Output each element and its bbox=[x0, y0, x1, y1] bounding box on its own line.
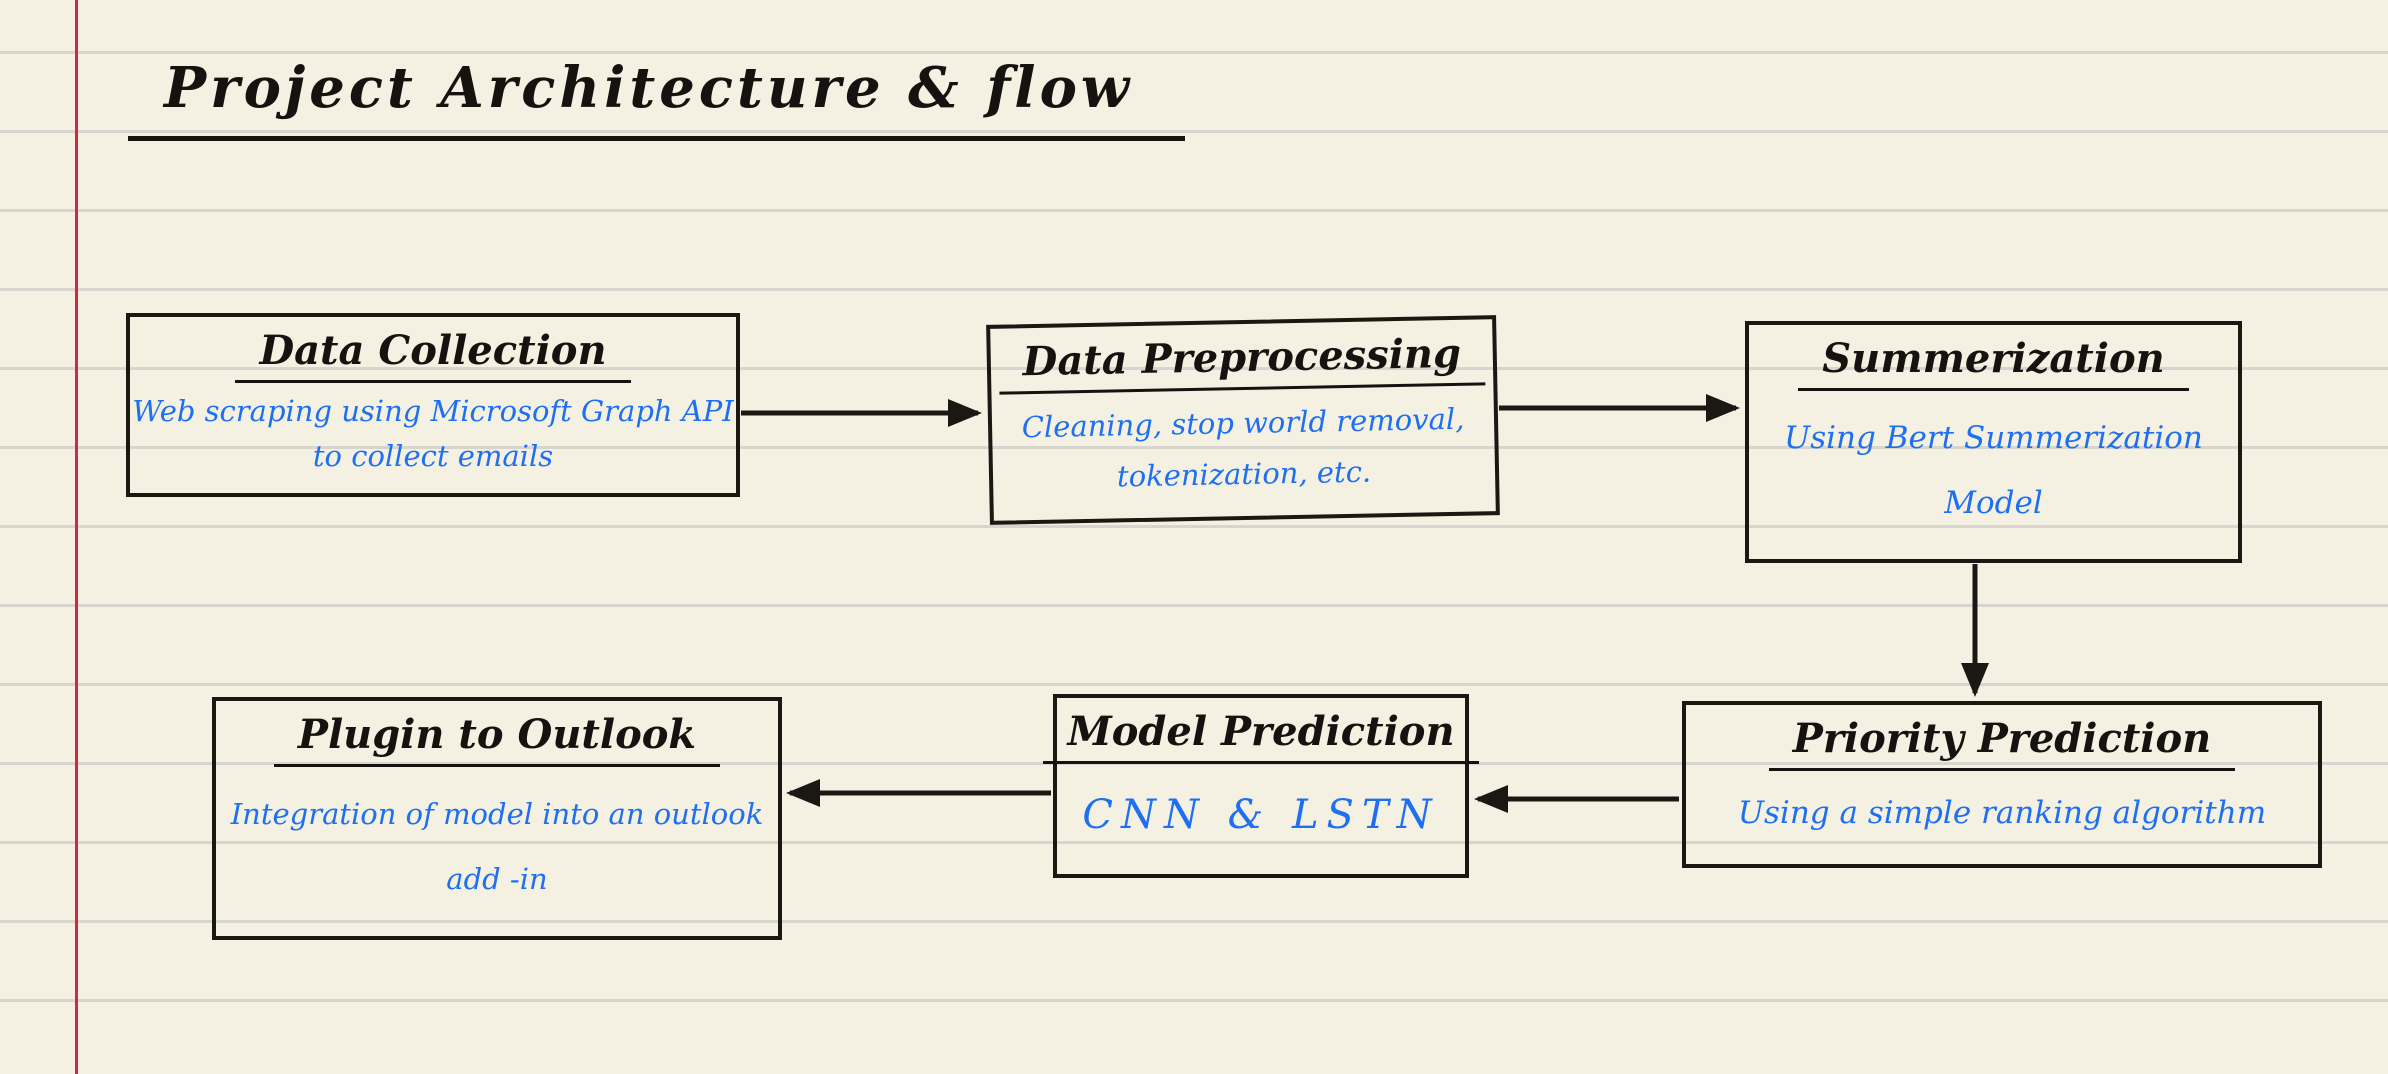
node-plugin-outlook: Plugin to Outlook Integration of model i… bbox=[212, 697, 782, 940]
node-title: Model Prediction bbox=[1043, 710, 1479, 764]
node-body: CNN & LSTN bbox=[1067, 764, 1455, 866]
node-body-line: Web scraping using Microsoft Graph API bbox=[132, 393, 734, 428]
node-title: Data Collection bbox=[235, 329, 631, 383]
node-body: Web scraping using Microsoft Graph API t… bbox=[132, 383, 733, 485]
node-body: Using a simple ranking algorithm bbox=[1696, 771, 2308, 856]
node-data-preprocessing: Data Preprocessing Cleaning, stop world … bbox=[986, 315, 1500, 525]
node-title: Summerization bbox=[1798, 337, 2189, 391]
node-body-line: to collect emails bbox=[312, 438, 554, 473]
node-body: Using Bert Summerization Model bbox=[1759, 391, 2228, 551]
node-body-line: Using Bert Summerization bbox=[1784, 419, 2203, 456]
node-body-line: CNN & LSTN bbox=[1082, 792, 1440, 838]
node-title: Plugin to Outlook bbox=[273, 713, 721, 767]
page-title: Project Architecture & flow bbox=[128, 57, 1186, 141]
node-body: Cleaning, stop world removal, tokenizati… bbox=[1001, 385, 1485, 512]
node-model-prediction: Model Prediction CNN & LSTN bbox=[1043, 694, 1479, 878]
node-body: Integration of model into an outlook add… bbox=[226, 767, 768, 928]
node-body-line: Model bbox=[1944, 484, 2043, 521]
node-title: Data Preprocessing bbox=[998, 330, 1486, 395]
node-body-line: Integration of model into an outlook bbox=[230, 797, 764, 832]
node-summarization: Summerization Using Bert Summerization M… bbox=[1745, 321, 2242, 563]
node-title: Priority Prediction bbox=[1768, 717, 2236, 771]
node-body-line: add -in bbox=[446, 862, 548, 897]
node-priority-prediction: Priority Prediction Using a simple ranki… bbox=[1682, 701, 2322, 868]
node-body-line: Using a simple ranking algorithm bbox=[1737, 794, 2267, 831]
margin-line bbox=[75, 0, 78, 1074]
node-body-line: Cleaning, stop world removal, bbox=[1021, 401, 1465, 445]
node-data-collection: Data Collection Web scraping using Micro… bbox=[126, 313, 740, 497]
node-body-line: tokenization, etc. bbox=[1116, 454, 1372, 493]
